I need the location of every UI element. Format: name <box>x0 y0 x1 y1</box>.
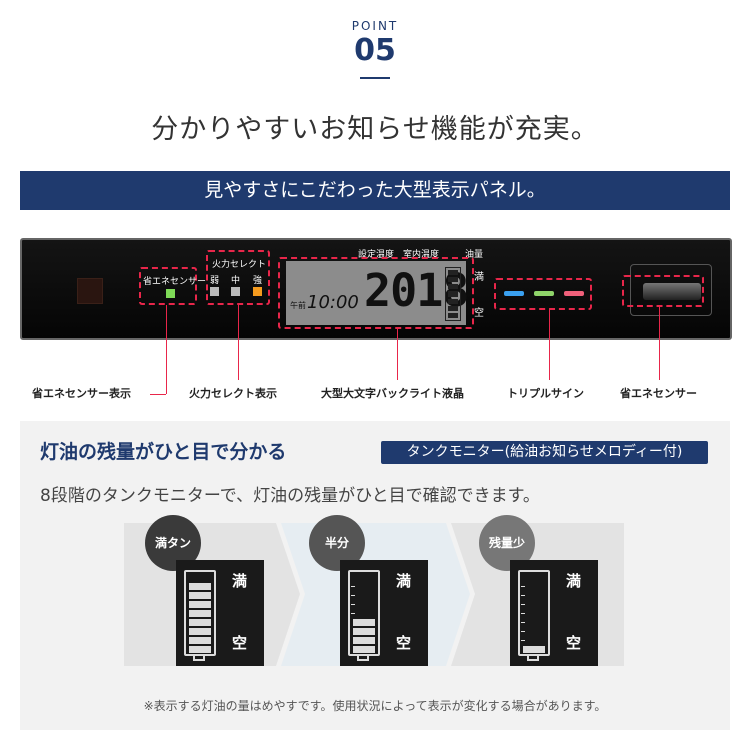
tank-segment <box>189 619 211 626</box>
set-temp-label: 設定温度 <box>358 250 395 260</box>
triple-sign-highlight <box>494 278 592 310</box>
stage-full-badge: 満タン <box>145 515 201 571</box>
lcd-tank-gauge <box>445 267 461 321</box>
lcd-time: 10:00 <box>307 292 359 313</box>
label-fire-select-display: 火力セレクト表示 <box>189 387 277 400</box>
fire-led-weak <box>210 287 219 296</box>
tank-segment <box>189 610 211 617</box>
tank-segment <box>353 646 375 653</box>
connector-fire-select <box>238 305 239 380</box>
room-temp-label: 室内温度 <box>403 250 440 260</box>
tank-cap <box>527 656 539 661</box>
connector-lcd <box>397 329 398 380</box>
eco-sensor-lens <box>643 283 701 300</box>
tank-segment <box>189 646 211 653</box>
tank-tick <box>521 604 525 605</box>
tank-segment <box>189 628 211 635</box>
tank-cap <box>357 656 369 661</box>
eco-sensor-text: 省エネセンサー <box>143 277 207 287</box>
lcd-set-temp: 20 <box>364 264 417 317</box>
tank-tick <box>521 613 525 614</box>
tank-tick <box>351 604 355 605</box>
lcd-full-char: 満 <box>474 272 484 283</box>
tank-tick <box>521 595 525 596</box>
stage-low-full-char: 満 <box>566 572 582 590</box>
panel-indicator-square <box>77 278 103 304</box>
tank-tick <box>521 631 525 632</box>
label-triple-sign: トリプルサイン <box>507 387 584 400</box>
lcd-ampm: 午前 <box>290 301 306 310</box>
point-number: 05 <box>354 33 396 68</box>
point-underline <box>360 77 390 79</box>
tank-segment <box>353 619 375 626</box>
triple-sign-green <box>534 291 554 296</box>
connector-triple-sign <box>549 309 550 380</box>
eco-led <box>166 289 175 298</box>
tank-tick <box>521 586 525 587</box>
fire-select-text: 火力セレクト <box>212 260 267 270</box>
label-eco-sensor-display: 省エネセンサー表示 <box>32 387 131 400</box>
fire-level-medium: 中 <box>231 276 241 286</box>
fire-level-weak: 弱 <box>210 276 220 286</box>
tank-segment <box>189 637 211 644</box>
stage-half-full-char: 満 <box>396 572 412 590</box>
tank-section-title: 灯油の残量がひと目で分かる <box>40 441 287 463</box>
fire-led-strong <box>253 287 262 296</box>
tank-segment <box>189 601 211 608</box>
connector-eco-display <box>166 305 167 394</box>
triple-sign-blue <box>504 291 524 296</box>
eco-sensor-highlight <box>139 267 197 305</box>
stage-half-panel: 満 空 <box>340 560 428 666</box>
fire-level-strong: 強 <box>253 276 263 286</box>
stage-full-empty-char: 空 <box>232 634 248 652</box>
fire-select-highlight <box>206 250 270 305</box>
lcd-empty-char: 空 <box>474 308 484 319</box>
tank-tick <box>521 640 525 641</box>
tank-segment <box>189 583 211 590</box>
triple-sign-pink <box>564 291 584 296</box>
tank-segment <box>189 592 211 599</box>
tank-tick <box>351 586 355 587</box>
tank-gauge-half <box>348 570 380 656</box>
eco-sensor-window <box>630 264 712 316</box>
stage-half-empty-char: 空 <box>396 634 412 652</box>
stage-low-panel: 満 空 <box>510 560 598 666</box>
fire-led-medium <box>231 287 240 296</box>
stage-full-full-char: 満 <box>232 572 248 590</box>
tank-segment <box>353 637 375 644</box>
tank-tick <box>351 613 355 614</box>
tank-section-description: 8段階のタンクモニターで、灯油の残量がひと目で確認できます。 <box>40 486 540 506</box>
label-eco-sensor: 省エネセンサー <box>620 387 697 400</box>
tank-gauge-full <box>184 570 216 656</box>
banner: 見やすさにこだわった大型表示パネル。 <box>20 171 730 210</box>
stage-low-empty-char: 空 <box>566 634 582 652</box>
eco-sensor-lens-highlight <box>622 275 704 307</box>
tank-tick <box>351 595 355 596</box>
connector-eco-sensor <box>659 307 660 380</box>
lcd-screen: 午前 10:00 2018 <box>286 261 469 325</box>
tank-segment <box>353 628 375 635</box>
lcd-highlight <box>278 257 474 329</box>
headline: 分かりやすいお知らせ機能が充実。 <box>151 114 599 145</box>
tank-monitor-badge: タンクモニター(給油お知らせメロディー付) <box>381 441 708 464</box>
tank-cap <box>193 656 205 661</box>
connector-eco-display-h <box>150 394 166 395</box>
control-panel: 省エネセンサー 火力セレクト 弱 中 強 設定温度 室内温度 油量 午前 10:… <box>20 238 732 340</box>
tank-tick <box>521 622 525 623</box>
point-label: POINT <box>351 19 399 33</box>
disclaimer-note: ※表示する灯油の量はめやすです。使用状況によって表示が変化する場合があります。 <box>143 699 607 713</box>
tank-segment <box>523 646 545 653</box>
oil-label: 油量 <box>465 250 484 260</box>
label-large-lcd: 大型大文字バックライト液晶 <box>321 387 464 400</box>
tank-gauge-low <box>518 570 550 656</box>
stage-full-panel: 満 空 <box>176 560 264 666</box>
stage-low-badge: 残量少 <box>479 515 535 571</box>
